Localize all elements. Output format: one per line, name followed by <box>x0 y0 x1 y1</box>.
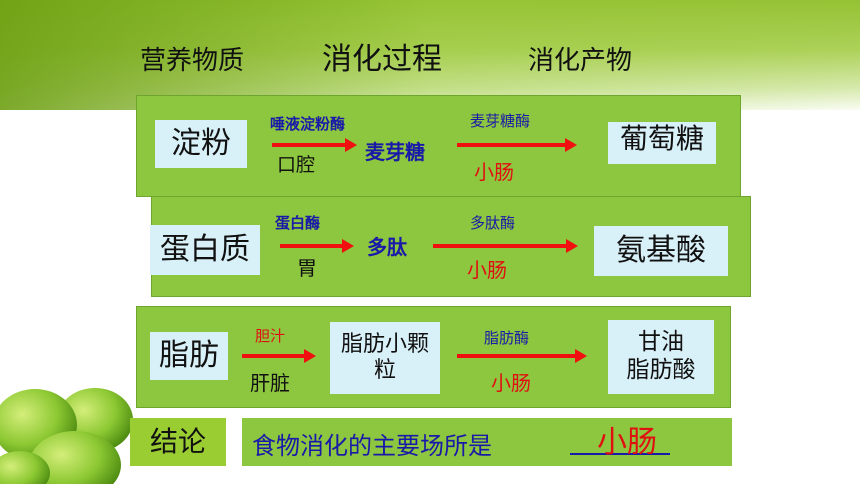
top-banner <box>0 0 860 110</box>
intermediate-maltose: 麦芽糖 <box>365 140 425 164</box>
enzyme-protease: 蛋白酶 <box>275 214 321 232</box>
arrow-protein-1 <box>280 239 354 253</box>
header-product: 消化产物 <box>528 46 633 76</box>
conclusion-text: 食物消化的主要场所是 <box>252 432 492 460</box>
product-glycerol-fatty-acid: 甘油 脂肪酸 <box>608 320 714 394</box>
place-small-intestine-2: 小肠 <box>467 258 507 282</box>
intermediate-polypeptide: 多肽 <box>367 235 407 259</box>
enzyme-lipase: 脂肪酶 <box>484 329 530 347</box>
arrow-fat-2 <box>457 349 587 363</box>
apples-image <box>0 388 133 484</box>
conclusion-blank <box>570 453 670 455</box>
arrow-starch-1 <box>272 138 357 152</box>
product-amino-acid: 氨基酸 <box>594 226 728 276</box>
arrow-protein-2 <box>433 239 578 253</box>
place-small-intestine-3: 小肠 <box>491 371 531 395</box>
header-process: 消化过程 <box>322 42 442 77</box>
product-glycerol: 甘油 <box>638 329 684 356</box>
nutrient-protein: 蛋白质 <box>150 225 260 275</box>
conclusion-label: 结论 <box>130 418 226 466</box>
fat-droplets-text: 脂肪小颗粒 <box>340 331 429 383</box>
place-stomach: 胃 <box>297 256 317 280</box>
nutrient-starch: 淀粉 <box>155 120 247 168</box>
place-liver: 肝脏 <box>250 371 290 395</box>
product-fatty-acid: 脂肪酸 <box>626 357 696 383</box>
arrow-starch-2 <box>457 138 577 152</box>
conclusion-answer: 小肠 <box>597 425 657 460</box>
intermediate-fat-droplets: 脂肪小颗粒 <box>330 322 440 394</box>
place-small-intestine-1: 小肠 <box>474 160 514 184</box>
arrow-fat-1 <box>242 349 316 363</box>
conclusion-bar <box>242 418 732 466</box>
enzyme-maltase: 麦芽糖酶 <box>470 112 531 130</box>
enzyme-bile: 胆汁 <box>255 327 286 345</box>
header-nutrient: 营养物质 <box>140 46 245 76</box>
place-mouth: 口腔 <box>277 154 316 176</box>
enzyme-salivary-amylase: 唾液淀粉酶 <box>270 115 346 133</box>
product-glucose: 葡萄糖 <box>608 122 716 164</box>
enzyme-peptidase: 多肽酶 <box>470 214 516 232</box>
nutrient-fat: 脂肪 <box>150 332 228 380</box>
